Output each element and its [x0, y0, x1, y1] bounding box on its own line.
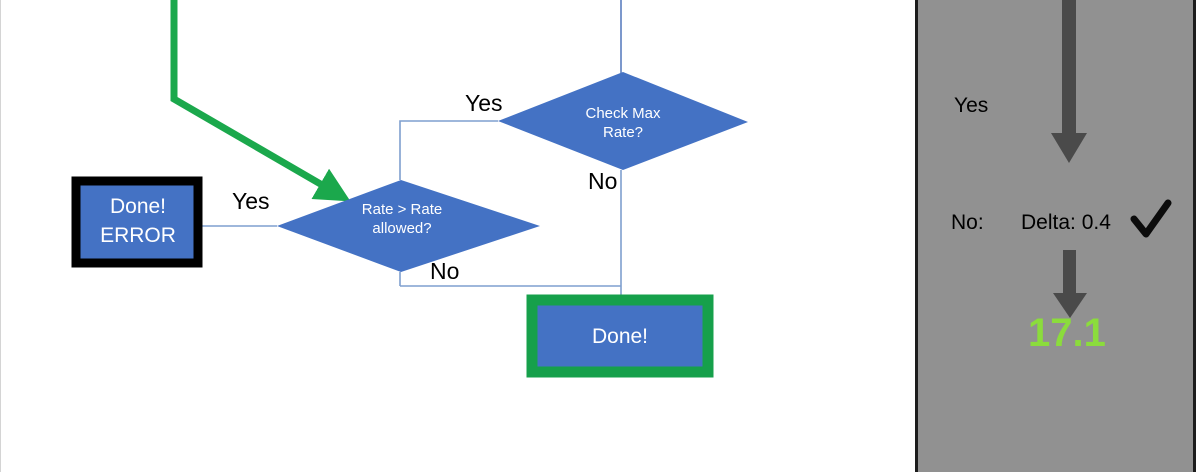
panel-arrow-down-upper	[1051, 0, 1087, 163]
panel-result-value: 17.1	[1028, 311, 1106, 355]
node-rate-gt-rate-allowed-label-line2: allowed?	[372, 220, 432, 237]
node-done-error-label-line1: Done!	[109, 195, 167, 218]
node-done-label: Done!	[532, 322, 708, 351]
node-rate-gt-rate-allowed-label-line1: Rate > Rate	[361, 201, 443, 218]
node-done-error[interactable]	[71, 176, 203, 268]
panel-delta-label: Delta: 0.4	[1021, 211, 1111, 234]
node-check-max-rate-label-line1: Check Max	[585, 105, 661, 122]
edge-label-yes-check-max-rate: Yes	[465, 90, 503, 116]
node-done[interactable]	[526, 294, 714, 378]
connector-yes-check-max-rate	[399, 120, 498, 180]
node-check-max-rate[interactable]	[498, 72, 748, 170]
panel-arrow-down-lower	[1053, 250, 1087, 318]
check-mark-icon	[1130, 199, 1172, 238]
node-done-error-label-line2: ERROR	[100, 224, 176, 247]
node-rate-gt-rate-allowed[interactable]	[277, 180, 540, 272]
canvas-left-border	[0, 0, 1, 472]
edge-label-no-rate-allowed: No	[430, 258, 460, 284]
panel-branch-yes-label: Yes	[954, 94, 989, 117]
node-check-max-rate-label-line2: Rate?	[602, 124, 644, 141]
edge-label-yes-rate-allowed: Yes	[232, 188, 270, 214]
node-done-error-label: Done! ERROR	[80, 192, 196, 250]
edge-label-no-check-max-rate: No	[588, 168, 618, 194]
node-check-max-rate-label: Check Max Rate?	[498, 104, 748, 142]
panel-branch-no-label: No:	[951, 211, 984, 234]
status-panel-graphics	[1051, 0, 1172, 318]
status-panel: Yes No: Delta: 0.4 17.1	[915, 0, 1196, 472]
highlighted-path-green	[170, 0, 351, 202]
node-done-label-line1: Done!	[591, 325, 649, 348]
node-rate-gt-rate-allowed-label: Rate > Rate allowed?	[277, 200, 527, 238]
